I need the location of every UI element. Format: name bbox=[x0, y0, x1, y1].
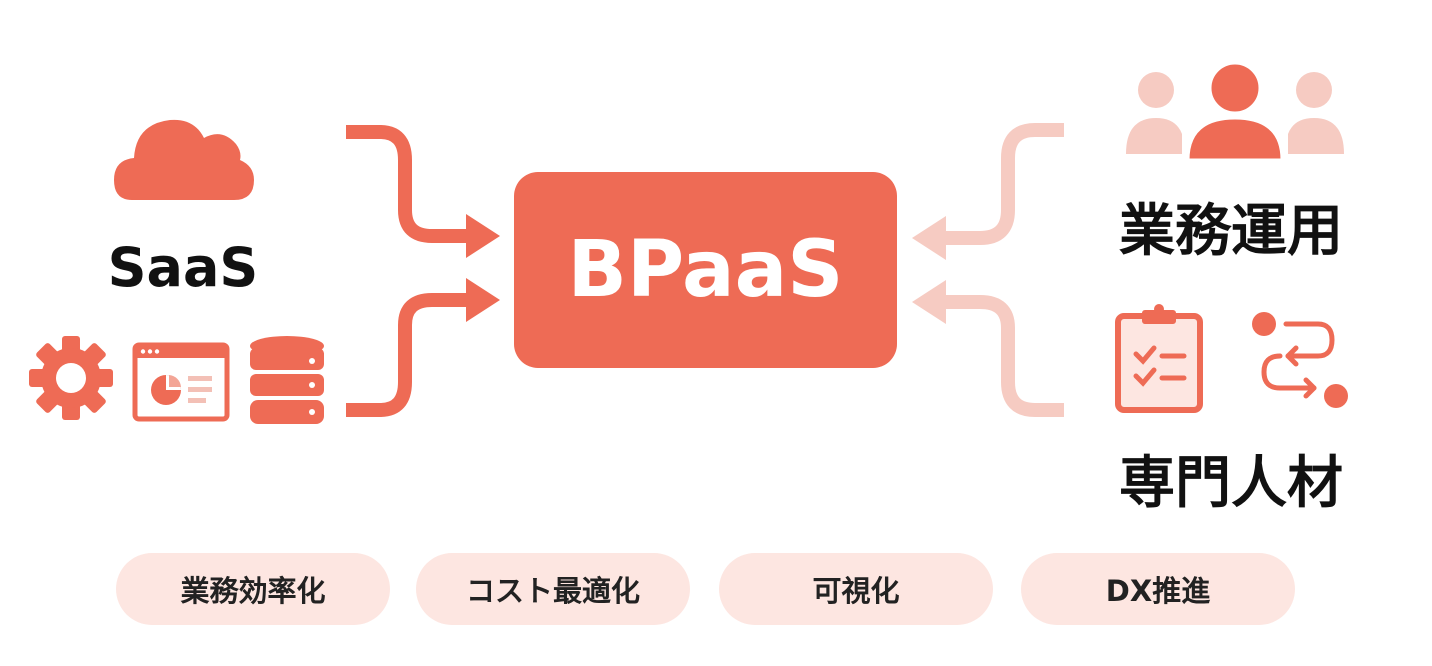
database-icon bbox=[250, 336, 324, 424]
workflow-icon bbox=[1252, 312, 1348, 408]
arrow-talent-bottom bbox=[940, 295, 1064, 417]
people-icon bbox=[1126, 62, 1344, 162]
bpaas-box: BPaaS bbox=[514, 172, 897, 368]
benefit-pill-visibility: 可視化 bbox=[719, 553, 993, 625]
arrow-ops-top bbox=[940, 123, 1064, 245]
benefit-pill-cost: コスト最適化 bbox=[416, 553, 690, 625]
arrowhead-icon bbox=[466, 278, 500, 322]
dashboard-window-icon bbox=[132, 342, 230, 422]
arrowhead-icon bbox=[466, 214, 500, 258]
clipboard-checklist-icon bbox=[1115, 304, 1203, 413]
arrowhead-icon bbox=[912, 280, 946, 324]
arrow-saas-bottom bbox=[346, 293, 470, 417]
benefit-pill-efficiency: 業務効率化 bbox=[116, 553, 390, 625]
benefit-pill-dx: DX推進 bbox=[1021, 553, 1295, 625]
saas-title: SaaS bbox=[107, 236, 259, 299]
arrowhead-icon bbox=[912, 216, 946, 260]
arrow-saas-top bbox=[346, 125, 470, 243]
specialist-talent-label: 専門人材 bbox=[1119, 451, 1343, 516]
cloud-icon bbox=[114, 119, 254, 200]
gear-icon bbox=[29, 336, 113, 420]
business-operations-label: 業務運用 bbox=[1119, 199, 1343, 264]
